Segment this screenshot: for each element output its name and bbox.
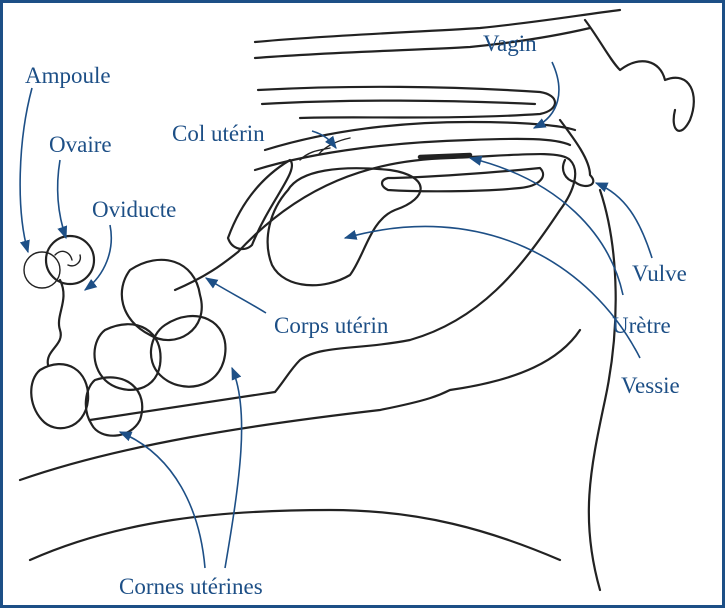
label-col-uterin: Col utérin — [172, 121, 265, 147]
label-vessie: Vessie — [621, 373, 680, 399]
uterine-horn-2 — [151, 316, 226, 387]
arrow-vagin — [534, 62, 559, 128]
belly-contour — [20, 330, 580, 480]
label-cornes-uterines: Cornes utérines — [119, 574, 263, 600]
label-ampoule: Ampoule — [25, 63, 111, 89]
label-uretre: Urètre — [612, 313, 671, 339]
bladder-lumen — [382, 168, 543, 191]
spine-outline-inner — [255, 28, 590, 58]
arrow-uretre — [470, 158, 623, 295]
vagina-upper-wall — [265, 122, 575, 150]
label-corps-uterin: Corps utérin — [274, 313, 388, 339]
cervix — [228, 160, 292, 249]
label-oviducte: Oviducte — [92, 197, 176, 223]
rectum-outline-inner — [262, 101, 535, 104]
arrow-corps-uterin — [206, 278, 266, 313]
ampulla — [24, 252, 60, 288]
arrow-oviducte — [85, 225, 111, 290]
label-vulve: Vulve — [632, 261, 687, 287]
label-ovaire: Ovaire — [49, 132, 112, 158]
abdomen-lower-contour — [30, 510, 560, 560]
uterine-horn-5 — [31, 364, 88, 428]
oviduct-tube — [48, 280, 64, 365]
leg-contour — [589, 190, 616, 590]
ovary — [46, 236, 94, 284]
anatomy-drawing — [3, 3, 722, 605]
vulva — [560, 120, 593, 186]
arrow-ampoule — [20, 88, 32, 252]
bladder — [268, 168, 421, 285]
arrow-cornes-1 — [120, 432, 205, 568]
arrow-ovaire — [58, 160, 66, 238]
label-vagin: Vagin — [483, 31, 537, 57]
tail-curve — [585, 20, 694, 131]
spine-outline — [255, 10, 620, 42]
